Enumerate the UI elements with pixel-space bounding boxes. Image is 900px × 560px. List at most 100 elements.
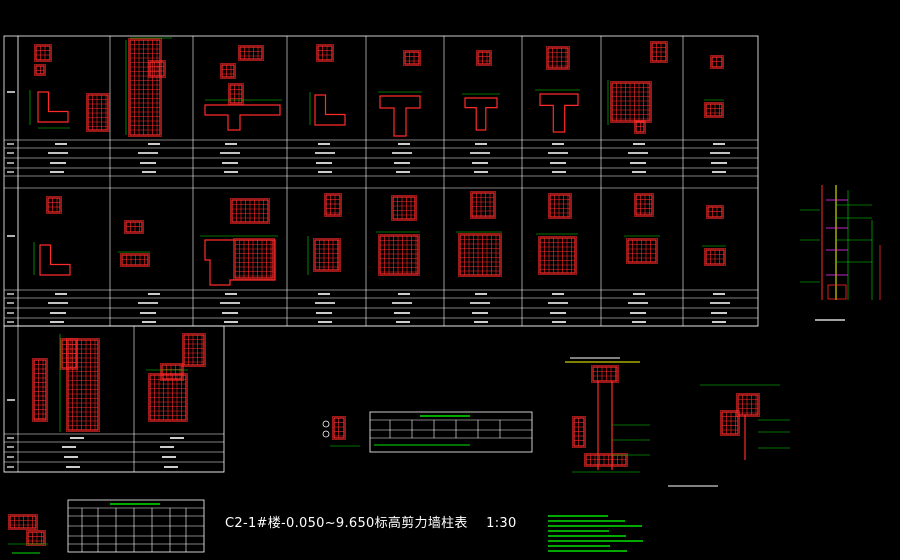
rebar-line [182, 333, 206, 367]
rebar-line [238, 45, 264, 61]
rebar-line [149, 61, 165, 77]
rebar-cage [32, 358, 48, 422]
rebar-cage [46, 196, 62, 214]
drawing-title-text: C2-1#楼-0.050~9.650标高剪力墙柱表 [225, 516, 468, 531]
elevation-base [827, 284, 847, 300]
rebar-line [35, 45, 51, 61]
t-column [464, 97, 498, 131]
rebar-cage [124, 220, 144, 234]
rebar-line [704, 102, 724, 118]
rebar-line [572, 416, 586, 448]
rebar-line [471, 192, 495, 218]
rebar-cage [378, 234, 420, 276]
rebar-line [538, 236, 577, 275]
rebar-line [736, 393, 760, 417]
rebar-line [635, 121, 645, 133]
rebar-cage [233, 238, 275, 280]
rebar-line [124, 220, 144, 234]
rebar-cage [634, 193, 654, 217]
rebar-cage [634, 120, 646, 134]
rebar-line [610, 81, 652, 123]
rebar-cage [548, 193, 572, 219]
rebar-line [634, 193, 654, 217]
rebar-line [8, 514, 38, 530]
rebar-line [129, 39, 161, 136]
rebar-cage [391, 195, 417, 221]
rebar-line [324, 193, 342, 217]
rebar-line [47, 197, 61, 213]
rebar-line [711, 56, 723, 68]
rebar-line [591, 365, 619, 383]
rebar-line [120, 253, 150, 267]
rebar-line [228, 83, 244, 105]
rebar-line [314, 239, 340, 271]
wall-column [204, 104, 281, 131]
rebar-line [60, 338, 78, 370]
rebar-cage [538, 236, 577, 275]
rebar-line [233, 238, 275, 280]
rebar-line [128, 38, 162, 137]
section-marker [322, 430, 330, 438]
rebar-cage [706, 205, 724, 219]
rebar-cage [120, 253, 150, 267]
rebar-line [737, 394, 759, 416]
rebar-cage [230, 198, 270, 224]
rebar-line [584, 453, 628, 467]
table-outline-lower [3, 325, 225, 473]
rebar-cage [736, 393, 760, 417]
rebar-line [470, 191, 496, 219]
rebar-cage [332, 416, 346, 440]
rebar-cage [60, 338, 78, 370]
rebar-line [635, 194, 653, 216]
rebar-line [121, 254, 149, 266]
rebar-line [634, 120, 646, 134]
rebar-line [721, 411, 739, 435]
rebar-cage [220, 63, 236, 79]
rebar-line [650, 41, 668, 63]
rebar-line [549, 194, 571, 218]
rebar-cage [8, 514, 38, 530]
t-column [379, 95, 421, 137]
rebar-line [379, 235, 419, 275]
rebar-line [706, 205, 724, 219]
rebar-line [34, 64, 46, 76]
rebar-line [404, 51, 420, 65]
rebar-cage [160, 363, 184, 381]
rebar-line [33, 359, 47, 421]
rebar-line [477, 51, 491, 65]
rebar-line [626, 238, 658, 264]
rebar-line [720, 410, 740, 436]
rebar-line [125, 221, 143, 233]
rebar-line [458, 233, 502, 277]
rebar-line [710, 55, 724, 69]
t-column [539, 93, 579, 133]
rebar-line [317, 45, 333, 61]
rebar-line [230, 198, 270, 224]
rebar-cage [650, 41, 668, 63]
rebar-cage [34, 44, 52, 62]
rebar-line [9, 515, 37, 529]
rebar-line [707, 206, 723, 218]
rebar-cage [610, 81, 652, 123]
rebar-line [32, 358, 48, 422]
rebar-cage [458, 233, 502, 277]
section-marker [322, 420, 330, 428]
l-column [39, 244, 71, 276]
rebar-line [547, 47, 569, 69]
rebar-cage [626, 238, 658, 264]
rebar-cage [476, 50, 492, 66]
drawing-title: C2-1#楼-0.050~9.650标高剪力墙柱表 1:30 [225, 512, 517, 531]
rebar-line [183, 334, 205, 366]
rebar-cage [128, 38, 162, 137]
rebar-line [26, 530, 46, 546]
rebar-cage [238, 45, 264, 61]
rebar-line [61, 339, 77, 369]
rebar-cage [403, 50, 421, 66]
rebar-line [704, 248, 726, 266]
rebar-line [627, 239, 657, 263]
rebar-line [220, 63, 236, 79]
legend-table [369, 411, 533, 453]
rebar-cage [313, 238, 341, 272]
